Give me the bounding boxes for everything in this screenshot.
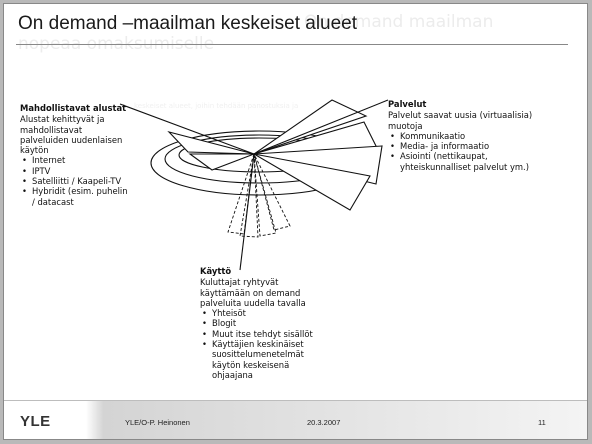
usage-block: Käyttö Kuluttajat ryhtyvät käyttämään on…	[200, 266, 328, 380]
diagram-graphic	[119, 99, 389, 271]
services-description: Palvelut saavat uusia (virtuaalisia) muo…	[388, 110, 533, 131]
list-item: Yhteisöt	[200, 308, 328, 319]
slide: On demand maailman nopeaa omaksumiselle …	[3, 3, 588, 440]
services-heading: Palvelut	[388, 99, 427, 109]
yle-logo-text: YLE	[20, 413, 51, 430]
service-wedge-low	[253, 153, 371, 211]
usage-wedge-2	[239, 153, 259, 238]
list-item: Käyttäjien keskinäiset suosittelumenetel…	[200, 339, 328, 380]
service-wedge-top	[253, 99, 368, 155]
list-item: Asiointi (nettikaupat, yhteiskunnalliset…	[388, 151, 538, 172]
connector-usage	[239, 153, 255, 271]
usage-list: Yhteisöt Blogit Muut itse tehdyt sisällö…	[200, 308, 328, 380]
background-ghost-text: keskeiset alueet, joihin tehdään panostu…	[134, 102, 299, 110]
usage-wedge-3	[253, 153, 277, 237]
list-item: Blogit	[200, 318, 328, 329]
connector-services	[253, 99, 389, 155]
list-item: Media- ja informaatio	[388, 141, 538, 152]
connector-platforms	[119, 103, 255, 155]
list-item: Muut itse tehdyt sisällöt	[200, 329, 328, 340]
slide-title: On demand –maailman keskeiset alueet	[18, 13, 358, 34]
services-block: Palvelut Palvelut saavat uusia (virtuaal…	[388, 99, 538, 172]
usage-heading: Käyttö	[200, 266, 232, 276]
platform-wedge-2	[188, 153, 255, 171]
platforms-block: Mahdollistavat alustat Alustat kehittyvä…	[20, 103, 132, 207]
yle-logo: YLE	[20, 413, 51, 430]
footer-divider	[4, 400, 587, 401]
list-item: Hybridit (esim. puhelin / datacast	[20, 186, 132, 207]
list-item: Satelliitti / Kaapeli-TV	[20, 176, 132, 187]
list-item: Kommunikaatio	[388, 131, 538, 142]
footer-band	[4, 400, 587, 439]
usage-description: Kuluttajat ryhtyvät käyttämään on demand…	[200, 277, 306, 308]
background-ghost-title: On demand maailman	[304, 12, 494, 32]
footer-date: 20.3.2007	[307, 418, 341, 427]
list-item: Internet	[20, 155, 132, 166]
footer-page-number: 11	[538, 418, 546, 427]
platform-wedge-1	[167, 130, 255, 155]
title-rule	[16, 44, 568, 45]
platforms-heading: Mahdollistavat alustat	[20, 103, 127, 113]
slide-footer: YLE YLE/O-P. Heinonen 20.3.2007 11	[4, 400, 587, 439]
services-list: Kommunikaatio Media- ja informaatio Asio…	[388, 131, 538, 172]
platforms-description: Alustat kehittyvät ja mahdollistavat pal…	[20, 114, 123, 156]
list-item: IPTV	[20, 166, 132, 177]
platforms-list: Internet IPTV Satelliitti / Kaapeli-TV H…	[20, 155, 132, 206]
footer-author: YLE/O-P. Heinonen	[125, 418, 190, 427]
usage-wedge-1	[227, 153, 255, 235]
usage-wedge-4	[253, 153, 291, 231]
